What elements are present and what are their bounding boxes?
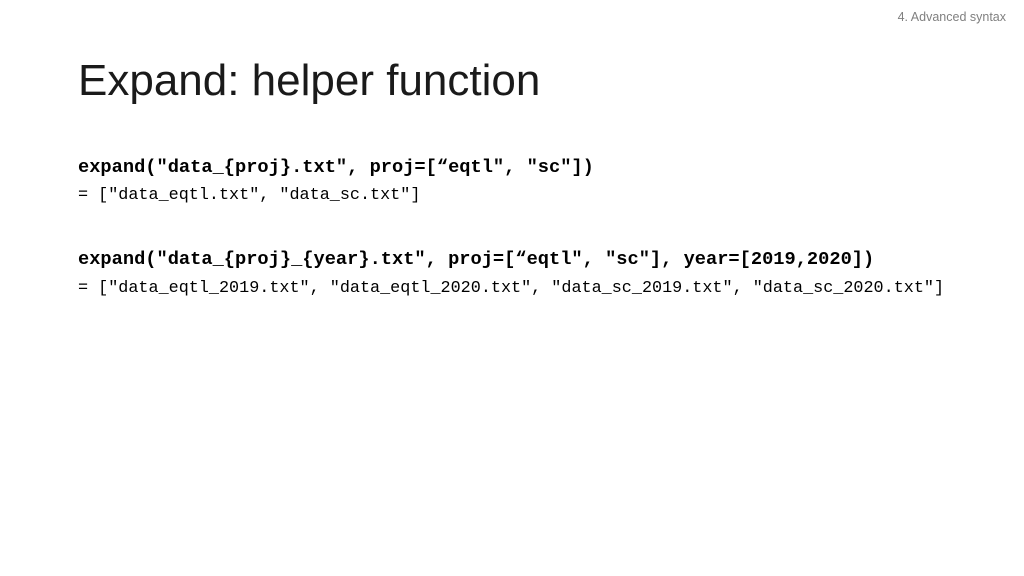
code-expand-result-2: = ["data_eqtl_2019.txt", "data_eqtl_2020… (78, 279, 945, 298)
page-title: Expand: helper function (78, 56, 541, 105)
section-header: 4. Advanced syntax (897, 10, 1006, 24)
code-expand-call-2: expand("data_{proj}_{year}.txt", proj=[“… (78, 248, 875, 270)
code-expand-call-1: expand("data_{proj}.txt", proj=[“eqtl", … (78, 156, 594, 178)
code-expand-result-1: = ["data_eqtl.txt", "data_sc.txt"] (78, 186, 421, 205)
